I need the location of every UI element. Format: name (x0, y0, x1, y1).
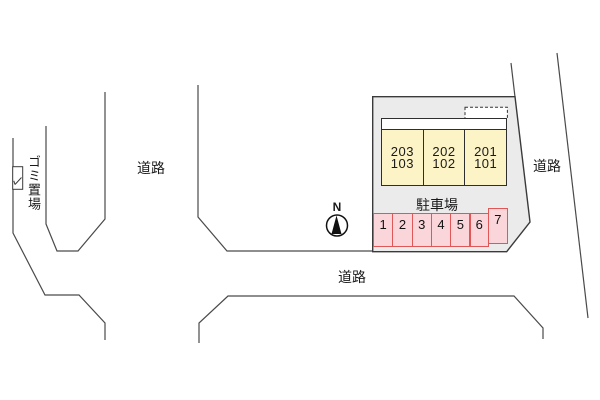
building-corridor-band (382, 119, 506, 130)
parking-space-5: 5 (450, 212, 471, 247)
parking-area-label: 駐車場 (416, 197, 458, 213)
building-unit-1: 203 103 (382, 130, 423, 185)
building-unit-2: 202 102 (422, 130, 465, 185)
building-unit-3: 201 101 (464, 130, 507, 185)
boundary-line-bottom-road-lower-edge (198, 295, 544, 343)
garbage-box-icon (12, 166, 24, 190)
unit-number-upper: 201 (474, 143, 498, 159)
boundary-line-left-road-right-edge (197, 85, 373, 252)
parking-space-6: 6 (469, 212, 489, 247)
garbage-box-mark (13, 177, 22, 185)
road-label-left: 道路 (137, 160, 165, 176)
road-label-right: 道路 (533, 158, 561, 174)
unit-number-upper: 202 (432, 143, 456, 159)
boundary-line-right-road-right-edge (556, 52, 589, 319)
boundary-line-left-strip (45, 92, 106, 252)
unit-number-upper: 203 (390, 143, 414, 159)
boundary-line-far-left (12, 138, 106, 340)
garbage-area-label: ゴミ置場 (26, 155, 41, 211)
road-label-bottom: 道路 (338, 269, 366, 285)
parking-space-1: 1 (373, 212, 394, 247)
parking-space-2: 2 (392, 212, 413, 247)
unit-number-lower: 102 (432, 155, 456, 171)
building: 203 103 202 102 201 101 (381, 118, 507, 186)
unit-number-lower: 101 (474, 155, 498, 171)
parking-space-4: 4 (430, 212, 452, 247)
building-units-row: 203 103 202 102 201 101 (382, 130, 507, 185)
unit-number-lower: 103 (390, 155, 414, 171)
compass-needle-icon (331, 215, 342, 234)
parking-space-7: 7 (487, 208, 509, 244)
boundary-line-right-road-left-edge (510, 62, 516, 98)
compass-north-label: N (332, 200, 342, 214)
parking-space-3: 3 (411, 212, 432, 247)
